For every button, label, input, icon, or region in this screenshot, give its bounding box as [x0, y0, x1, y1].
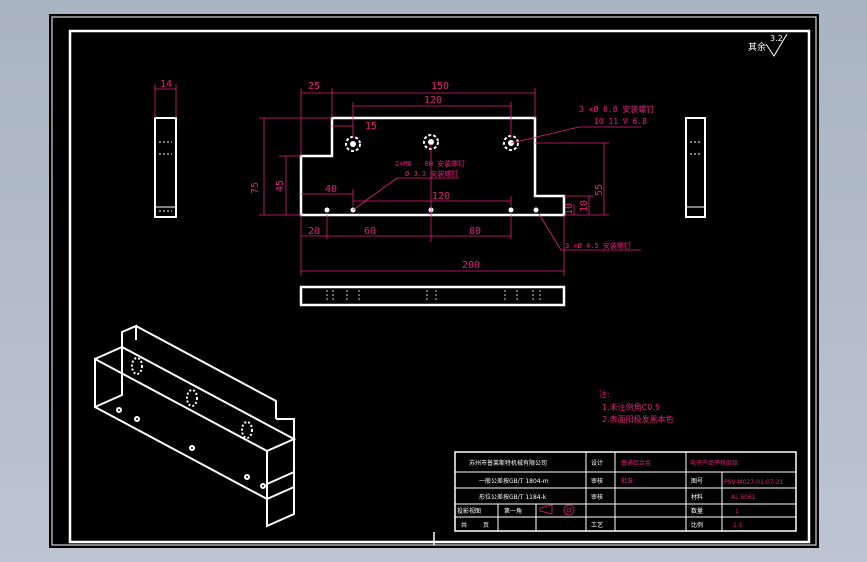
roughness-symbol-icon — [765, 33, 788, 57]
tb-r2c3: 图号 — [691, 478, 703, 485]
right-side-view — [685, 117, 706, 218]
dim-75: 75 — [250, 182, 261, 194]
tb-r1c2: 普通铝合金 — [621, 459, 651, 467]
dim-14: 14 — [160, 79, 172, 90]
tb-drawing-no: PSV-M027-01-07-21 — [724, 479, 784, 486]
callout-counterbore: 3 ×Ø 6.8 安装螺钉 — [579, 104, 654, 114]
note-2: 2.表面阳极发黑本色 — [602, 414, 674, 424]
left-side-view — [154, 84, 177, 218]
tb-projection: 投影视图 — [457, 507, 481, 515]
roughness-value: 3.2 — [770, 34, 783, 43]
dim-120-mid: 120 — [432, 191, 450, 202]
dim-80: 80 — [469, 226, 481, 237]
inner-frame — [68, 29, 811, 544]
dim-60: 60 — [364, 226, 376, 237]
top-view — [299, 285, 566, 307]
tb-qty: 1 — [735, 508, 739, 515]
tb-material: AL 6061 — [731, 494, 756, 501]
tb-r4c: 工艺 — [591, 521, 603, 529]
callout-bottom-holes: 3 ×Ø 4.5 安装螺钉 — [565, 241, 631, 250]
notes-title: 注: — [599, 389, 610, 399]
tb-r3c: 审核 — [591, 493, 603, 501]
tb-r3d: 材料 — [691, 493, 703, 501]
dim-25: 25 — [308, 81, 320, 92]
callout-drill: Ø 3.3 安装螺钉 — [405, 169, 458, 178]
drawing-sheet: 其余 3.2 14 — [49, 14, 819, 548]
dim-10-a: 10 — [579, 200, 590, 212]
tb-r1c3: 电子产品平移部组 — [690, 459, 738, 467]
tb-scale: 1:1 — [733, 522, 743, 529]
tb-r4d: 比例 — [691, 521, 703, 529]
tb-r2c2: 批准 — [621, 477, 633, 485]
tb-r4a: 共 — [461, 521, 467, 529]
tb-r4b: 页 — [483, 522, 489, 529]
dim-20: 20 — [308, 226, 320, 237]
tb-first-angle: 第一角 — [504, 507, 522, 515]
callout-counterbore-depth: 10 11 ∇ 6.8 — [594, 117, 647, 126]
tb-r2c1: 审核 — [591, 477, 603, 485]
dim-120-top: 120 — [424, 95, 442, 106]
tb-qty-label: 数量 — [691, 507, 703, 515]
dim-45: 45 — [275, 180, 286, 192]
dim-40: 40 — [325, 184, 337, 195]
isometric-view — [94, 324, 297, 528]
projection-symbol-icon — [539, 504, 575, 516]
roughness-label: 其余 — [748, 41, 766, 53]
note-1: 1.未注倒角C0.5 — [602, 402, 660, 412]
dim-55: 55 — [594, 184, 605, 196]
cad-drawing: 其余 3.2 14 — [51, 16, 817, 546]
front-view-dimensions — [259, 88, 641, 276]
callout-thread: 2×M6 - 6H 安装螺钉 — [395, 159, 465, 168]
tb-r1c1: 设计 — [591, 459, 603, 467]
dim-15: 15 — [365, 121, 377, 132]
tb-std1: 一般公差按GB/T 1804-m — [479, 477, 549, 485]
dim-200: 200 — [462, 260, 480, 271]
dim-10-b: 10 — [564, 203, 575, 215]
tb-std2: 形位公差按GB/T 1184-k — [479, 493, 547, 501]
tb-company: 苏州市普莱斯特机械有限公司 — [469, 459, 547, 467]
title-block — [454, 451, 797, 532]
dim-150: 150 — [431, 81, 449, 92]
